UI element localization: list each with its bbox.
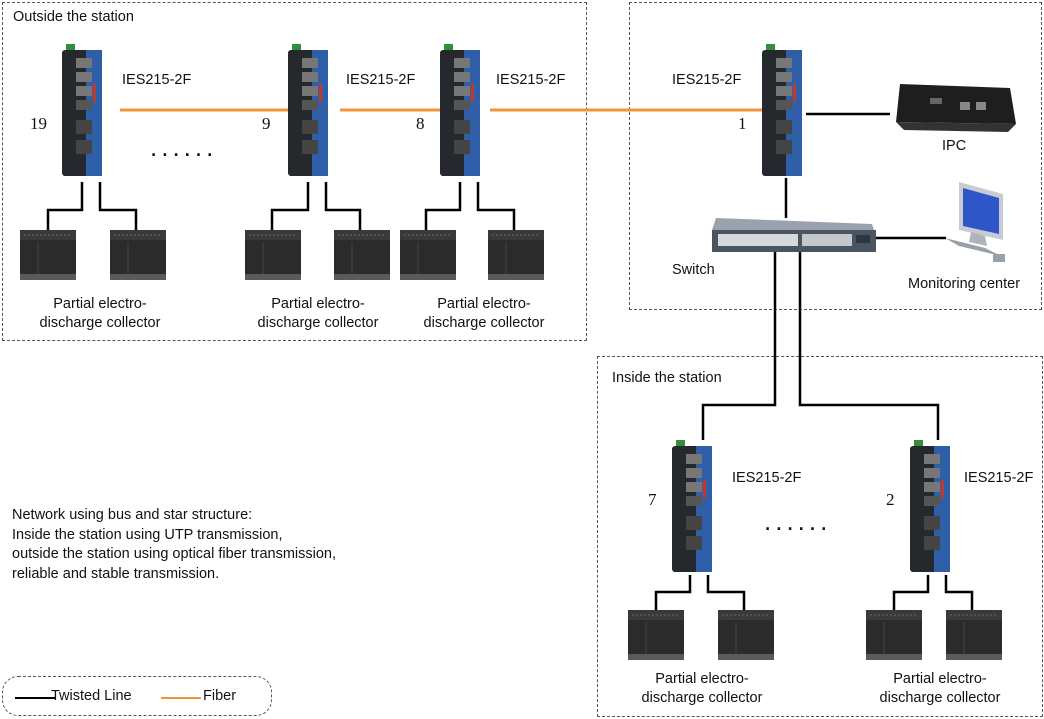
collector-caption: Partial electro-discharge collector: [879, 671, 1001, 706]
monitoring-center-label: Monitoring center: [908, 276, 1021, 292]
collector-caption: Partial electro-discharge collector: [423, 296, 545, 331]
inside-station-title: Inside the station: [612, 370, 722, 386]
node-number: 2: [886, 490, 895, 509]
collector-caption: Partial electro-discharge collector: [39, 296, 161, 331]
legend-twisted-label: Twisted Line: [51, 688, 132, 704]
model-label: IES215-2F: [496, 72, 566, 88]
model-label: IES215-2F: [346, 72, 416, 88]
twisted-link-inside-2: [798, 252, 940, 440]
ies-switch-7: [672, 440, 712, 572]
ies-switch-19: [62, 44, 102, 176]
control-room-zone: [629, 2, 1042, 310]
node-number: 19: [30, 114, 47, 133]
ies-switch-8: [440, 44, 480, 176]
collector-icon: [717, 609, 775, 661]
model-label: IES215-2F: [732, 470, 802, 486]
legend-fiber-swatch: [161, 697, 201, 699]
network-description: Network using bus and star structure: In…: [12, 507, 337, 582]
model-label: IES215-2F: [964, 470, 1034, 486]
collector-icon: [19, 229, 77, 281]
collector-caption: Partial electro-discharge collector: [257, 296, 379, 331]
ies-switch-1: [762, 44, 802, 176]
ellipsis-outside: ......: [150, 132, 218, 162]
monitoring-pc-icon: [945, 182, 1005, 262]
ies-switch-9: [288, 44, 328, 176]
legend-fiber-label: Fiber: [203, 688, 237, 704]
collector-icon: [109, 229, 167, 281]
ies-switch-2: [910, 440, 950, 572]
twisted-link-inside-7: [701, 252, 777, 440]
legend: Twisted Line Fiber: [2, 676, 272, 716]
outside-station-zone: Outside the station: [2, 2, 587, 341]
switch-label: Switch: [672, 262, 715, 278]
collector-caption: Partial electro-discharge collector: [641, 671, 763, 706]
legend-twisted-swatch: [15, 697, 55, 699]
collector-icon: [627, 609, 685, 661]
collector-icon: [399, 229, 457, 281]
node-number: 1: [738, 114, 747, 133]
collector-icon: [244, 229, 302, 281]
core-switch-icon: [712, 218, 876, 252]
outside-station-title: Outside the station: [13, 9, 134, 25]
inside-station-zone: Inside the station: [597, 356, 1043, 717]
model-label: IES215-2F: [122, 72, 192, 88]
ipc-icon: [896, 84, 1016, 132]
node-number: 9: [262, 114, 271, 133]
collector-icon: [865, 609, 923, 661]
ipc-label: IPC: [942, 138, 967, 154]
ellipsis-inside: ......: [764, 506, 832, 536]
collector-icon: [487, 229, 545, 281]
node-number: 7: [648, 490, 657, 509]
collector-icon: [333, 229, 391, 281]
model-label: IES215-2F: [672, 72, 742, 88]
collector-icon: [945, 609, 1003, 661]
node-number: 8: [416, 114, 425, 133]
